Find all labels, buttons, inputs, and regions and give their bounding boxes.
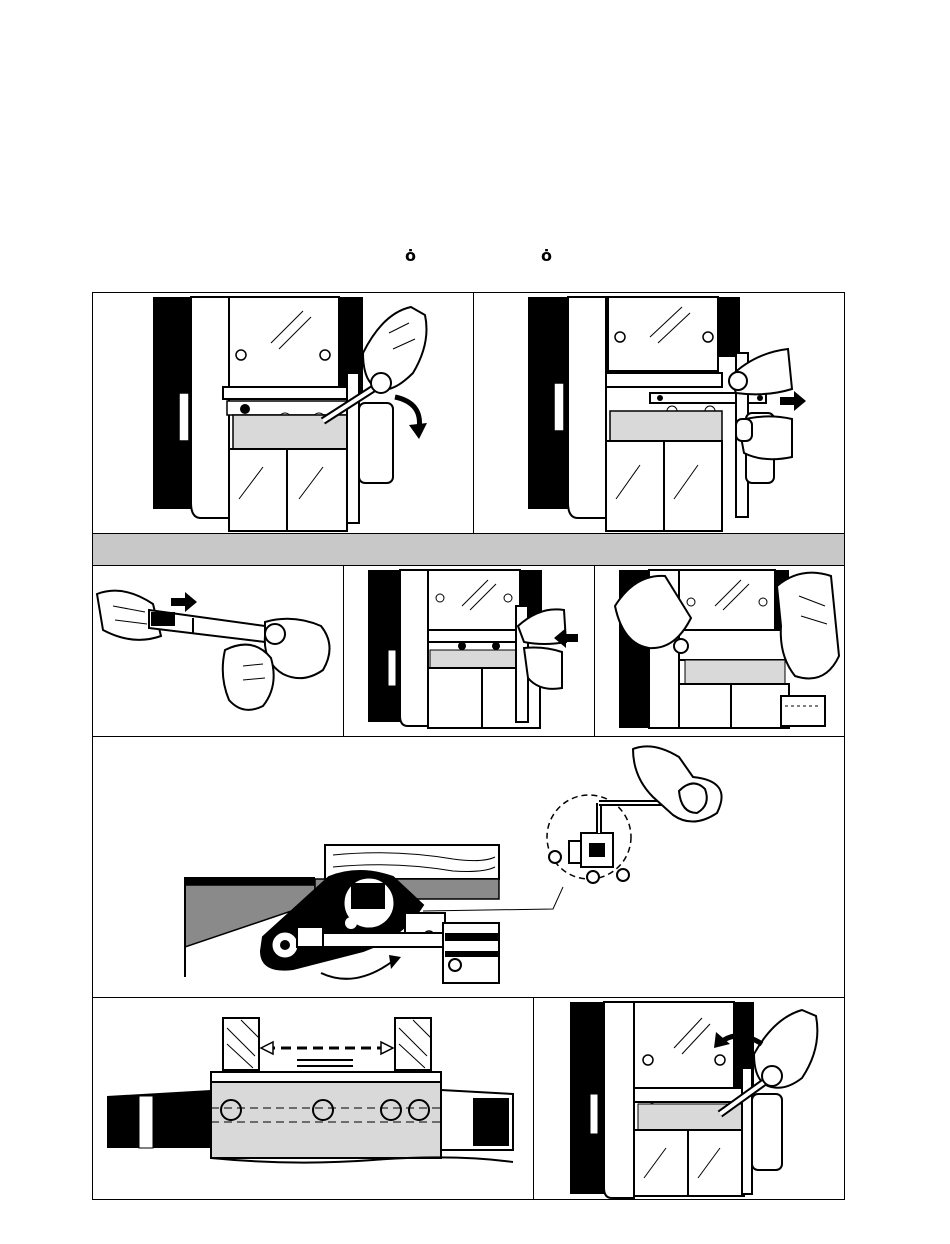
header-mark-right: ȯ	[541, 246, 552, 265]
blade-holder-icon	[93, 566, 343, 736]
seat-blade-icon	[595, 566, 844, 736]
wrench-loosen-icon	[93, 293, 473, 533]
pull-blade-icon	[474, 293, 844, 533]
alignment-icon	[93, 998, 533, 1199]
illustration-frame	[92, 292, 845, 1200]
section-band	[92, 533, 845, 566]
illustration-panel-7	[92, 997, 534, 1200]
header-mark-left: ȯ	[405, 246, 416, 265]
wrench-tighten-icon	[534, 998, 844, 1199]
illustration-panel-4	[343, 565, 595, 737]
illustration-panel-3	[92, 565, 344, 737]
illustration-panel-8	[533, 997, 845, 1200]
illustration-panel-2	[473, 292, 845, 534]
illustration-panel-1	[92, 292, 474, 534]
illustration-panel-5	[594, 565, 845, 737]
insert-blade-icon	[344, 566, 594, 736]
illustration-panel-6	[92, 736, 845, 998]
height-adjust-icon	[93, 737, 844, 997]
